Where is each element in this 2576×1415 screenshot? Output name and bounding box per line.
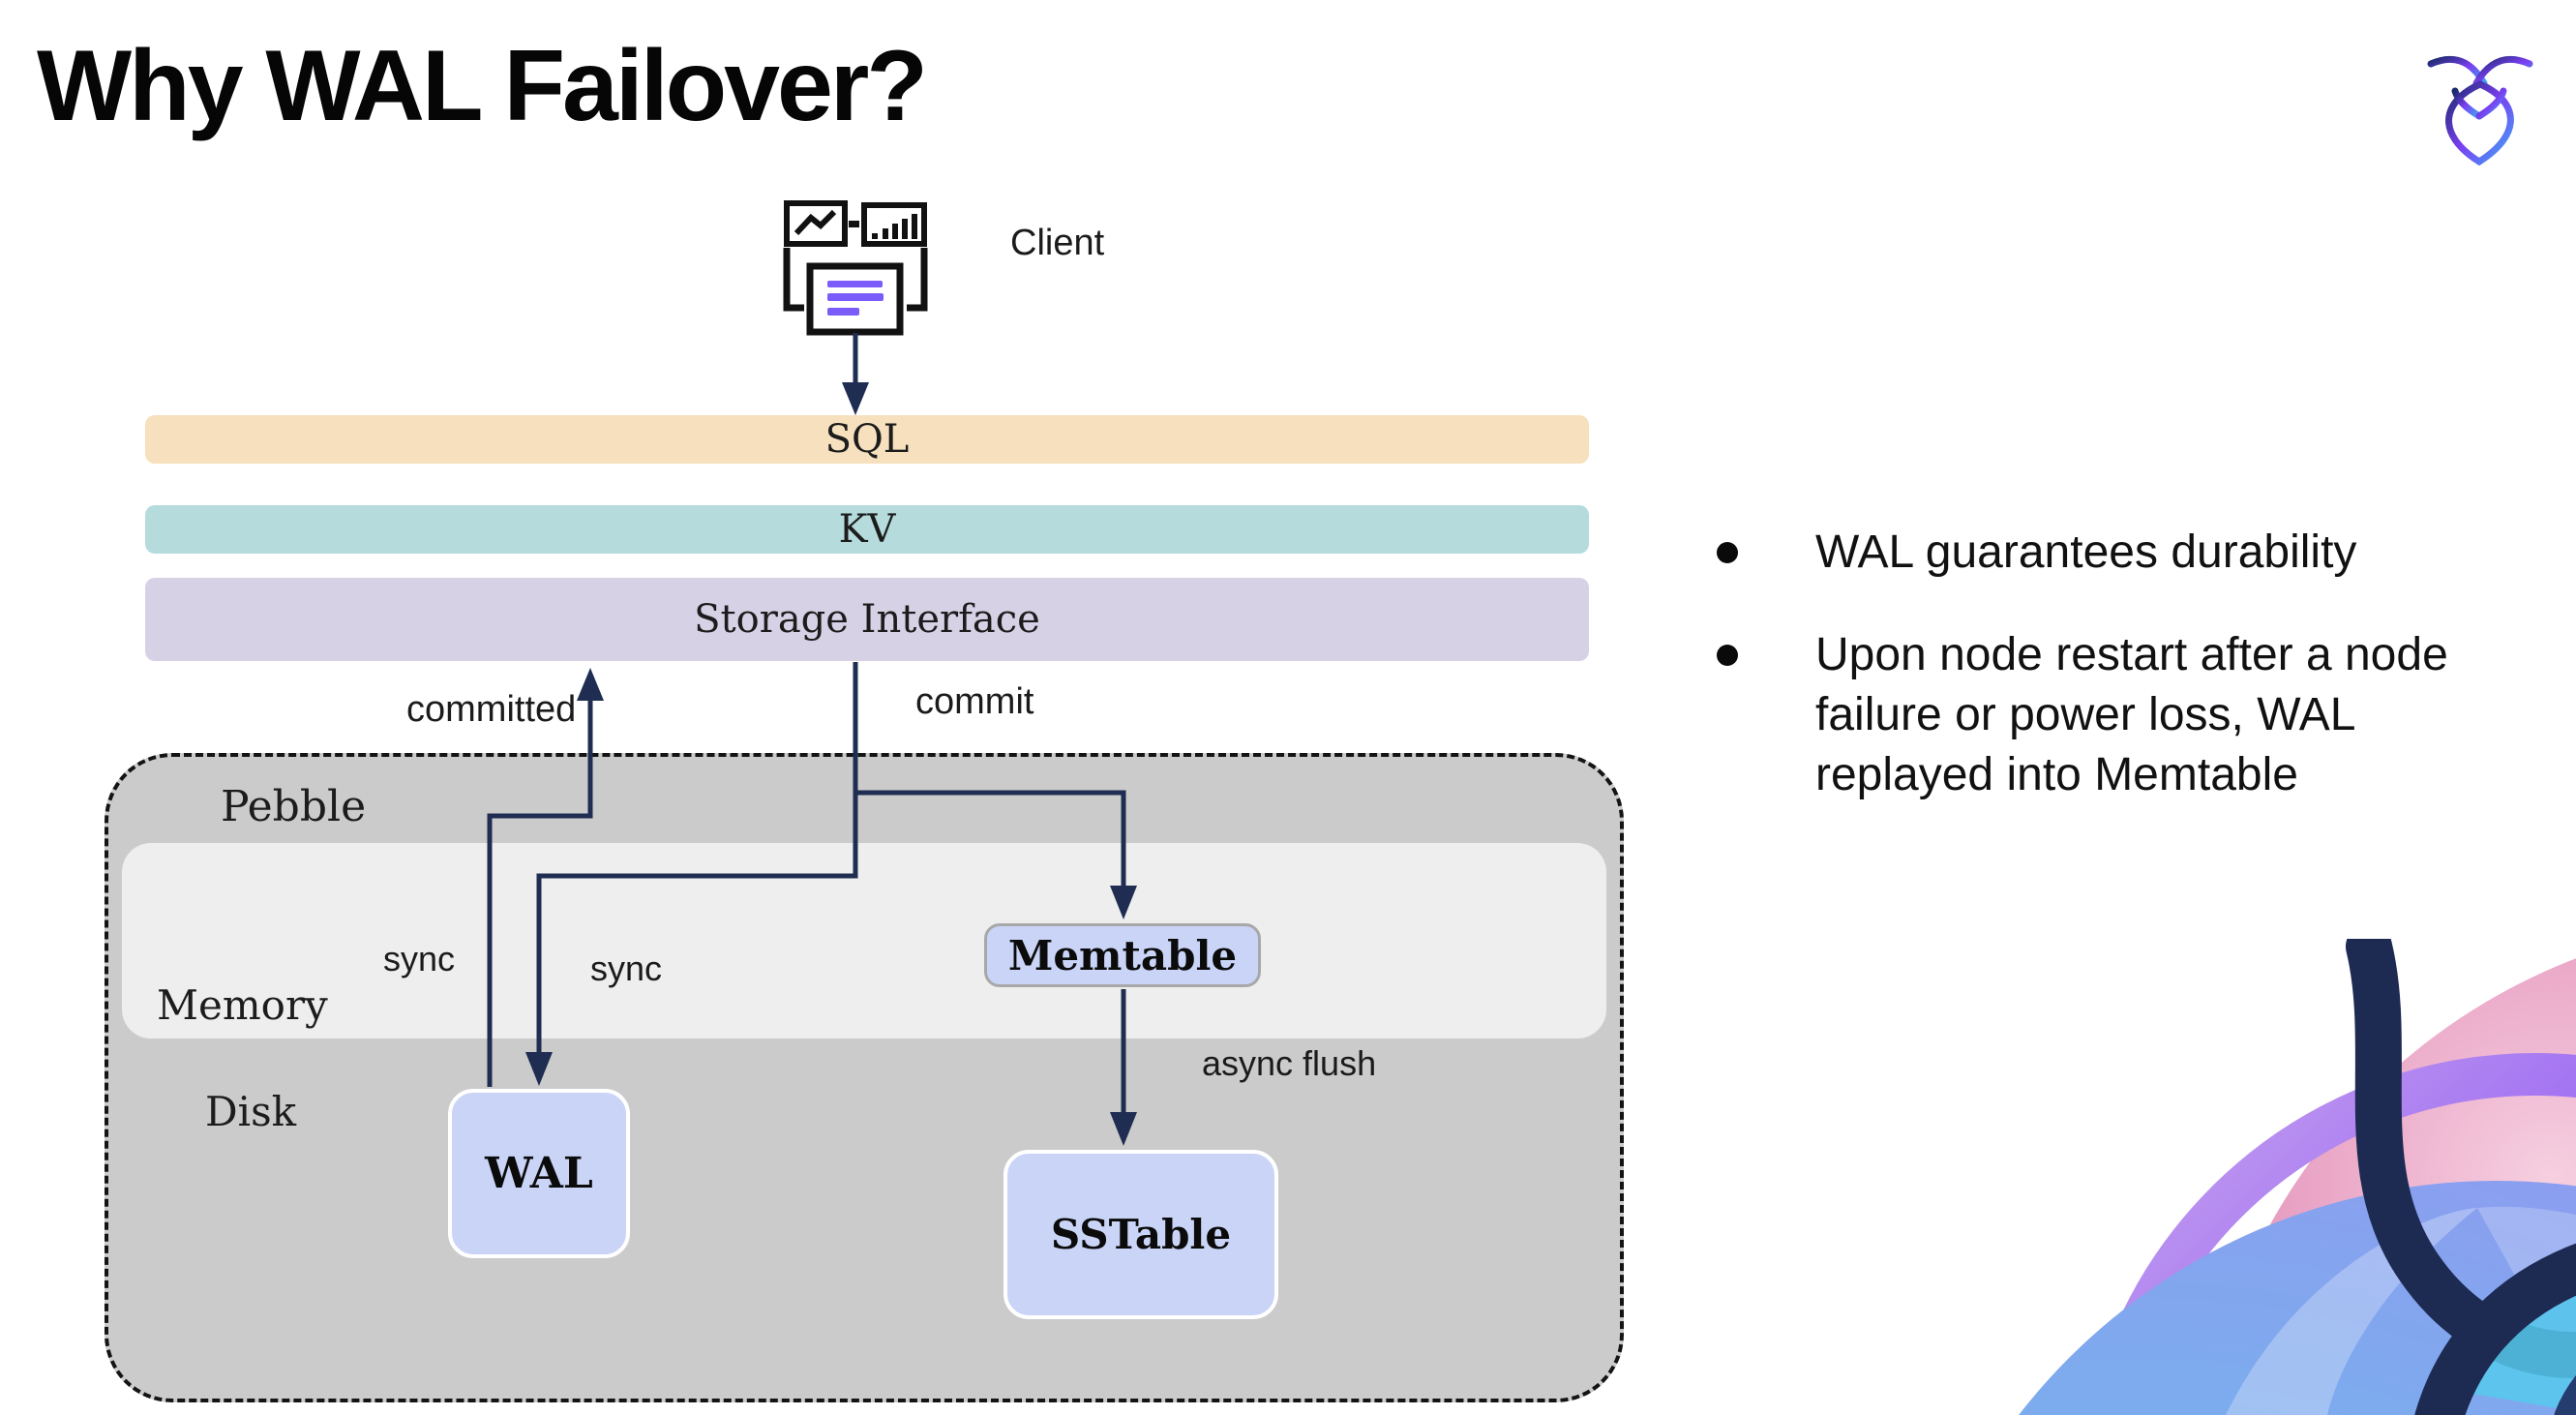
bullet-list: WAL guarantees durability Upon node rest…: [1686, 523, 2537, 848]
sstable-label: SSTable: [1050, 1211, 1232, 1258]
layer-bar-storage-interface: Storage Interface: [145, 578, 1589, 661]
page-title: Why WAL Failover?: [37, 30, 928, 142]
client-dashboard-icon: [783, 200, 928, 336]
edge-label-sync-left: sync: [383, 939, 456, 978]
wal-node: WAL: [448, 1089, 630, 1258]
memory-band: [122, 843, 1606, 1039]
brand-sphere-art: [2019, 939, 2576, 1415]
bullet-text: Upon node restart after a node failure o…: [1815, 629, 2448, 800]
client-label: Client: [1010, 223, 1105, 263]
bullet-text: WAL guarantees durability: [1815, 527, 2357, 578]
disk-zone-label: Disk: [205, 1088, 297, 1135]
memtable-node: Memtable: [984, 923, 1261, 987]
layer-label-sql: SQL: [824, 417, 910, 462]
memtable-label: Memtable: [1007, 931, 1238, 979]
layer-label-kv: KV: [838, 507, 896, 552]
layer-label-storage-interface: Storage Interface: [694, 597, 1040, 642]
edge-label-async-flush: async flush: [1202, 1043, 1377, 1083]
bullet-dot: [1717, 542, 1738, 563]
sstable-node: SSTable: [1003, 1150, 1278, 1319]
cockroachdb-logo: [2427, 55, 2533, 166]
edge-label-commit: commit: [915, 681, 1034, 722]
memory-zone-label: Memory: [157, 981, 328, 1029]
bullet-item: WAL guarantees durability: [1686, 523, 2537, 583]
layer-bar-sql: SQL: [145, 415, 1589, 464]
edge-label-committed: committed: [406, 689, 577, 730]
layer-bar-kv: KV: [145, 505, 1589, 554]
edge-label-sync-right: sync: [590, 948, 663, 988]
bullet-item: Upon node restart after a node failure o…: [1686, 625, 2537, 805]
bullet-dot: [1717, 645, 1738, 666]
wal-label: WAL: [485, 1149, 593, 1198]
pebble-label: Pebble: [221, 782, 367, 831]
